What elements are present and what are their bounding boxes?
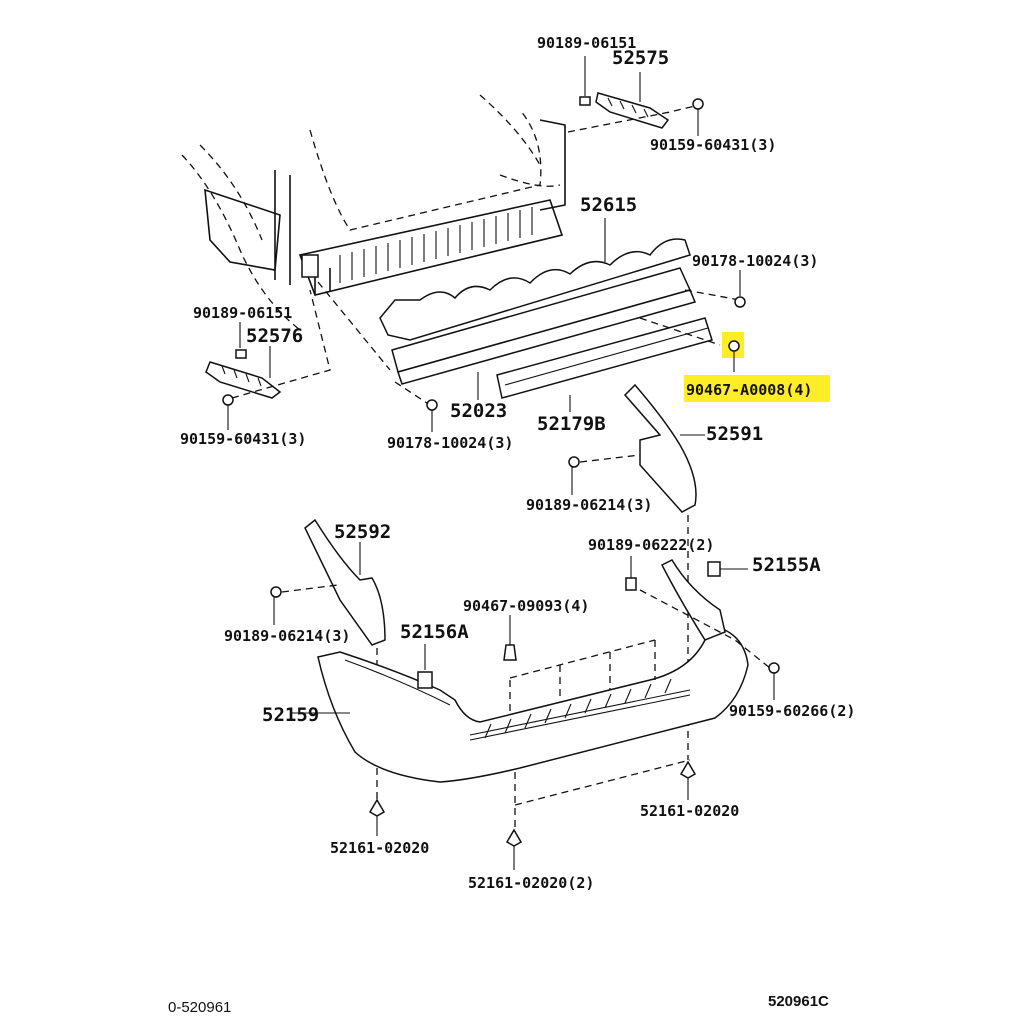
part-label[interactable]: 52591: [706, 423, 763, 445]
part-label[interactable]: 90178-10024(3): [387, 434, 513, 452]
part-label[interactable]: 52161-02020(2): [468, 874, 594, 892]
clip-icon: [503, 644, 517, 661]
fastener-52161-02020-c: [505, 828, 523, 870]
bolt-icon: [692, 98, 704, 110]
screw-icon: [768, 662, 780, 674]
bracket-52576: [205, 289, 331, 430]
clip-icon: [417, 671, 433, 689]
clip-icon: [235, 349, 247, 359]
part-label[interactable]: 90159-60266(2): [729, 702, 855, 720]
clip-icon: [728, 340, 740, 352]
body-bracket: [301, 254, 319, 278]
fastener-icon: [505, 828, 523, 847]
part-labels: 90189-06151 52575 90159-60431(3) 52615 9…: [168, 34, 855, 1016]
retainer-52179B: [496, 317, 721, 412]
part-label[interactable]: 52592: [334, 521, 391, 543]
screw-icon: [625, 577, 637, 591]
retainer-52156A: [417, 644, 433, 689]
part-label[interactable]: 90189-06222(2): [588, 536, 714, 554]
nut-icon: [734, 296, 746, 308]
diagram-code: 520961C: [768, 993, 829, 1010]
nut-icon: [426, 399, 438, 411]
part-label[interactable]: 52159: [262, 704, 319, 726]
side-bracket-52592: [270, 518, 386, 800]
fastener-icon: [679, 760, 697, 779]
energy-absorber-52615: [379, 218, 691, 341]
part-label[interactable]: 52179B: [537, 413, 606, 435]
part-label[interactable]: 52575: [612, 47, 669, 69]
bracket-52575: [567, 56, 704, 136]
crossmember-slots: [339, 207, 533, 283]
retainer-52155A: [707, 561, 748, 577]
part-label[interactable]: 90189-06151: [193, 304, 292, 322]
part-label[interactable]: 52155A: [752, 554, 821, 576]
reinforcement-52023: [317, 267, 746, 432]
part-label[interactable]: 52156A: [400, 621, 469, 643]
part-label[interactable]: 90467-09093(4): [463, 597, 589, 615]
footer-code: 0-520961: [168, 999, 231, 1016]
part-label[interactable]: 52161-02020: [330, 839, 429, 857]
part-label[interactable]: 52023: [450, 400, 507, 422]
clip-icon: [270, 586, 282, 598]
fastener-52161-02020-a: [368, 798, 386, 836]
bolt-icon: [222, 394, 234, 406]
clip-90467-09093: [503, 615, 517, 661]
clip-90189-06222: [625, 556, 637, 591]
fastener-icon: [368, 798, 386, 817]
part-label[interactable]: 90189-06214(3): [526, 496, 652, 514]
part-label[interactable]: 52576: [246, 325, 303, 347]
clip-icon: [707, 561, 721, 577]
part-label[interactable]: 52161-02020: [640, 802, 739, 820]
part-label[interactable]: 90178-10024(3): [692, 252, 818, 270]
part-label[interactable]: 90189-06151: [537, 34, 636, 52]
part-label[interactable]: 90189-06214(3): [224, 627, 350, 645]
clip-icon: [579, 96, 591, 106]
fastener-52161-02020-b: [679, 760, 697, 800]
part-label[interactable]: 52615: [580, 194, 637, 216]
part-label-highlighted[interactable]: 90467-A0008(4): [686, 381, 812, 399]
part-label[interactable]: 90159-60431(3): [180, 430, 306, 448]
bumper-cover-52159: [290, 559, 771, 830]
clip-icon: [568, 456, 580, 468]
highlight-label-bg: [684, 375, 830, 402]
vehicle-body-frame: [181, 94, 566, 331]
screw-90159-60266: [768, 662, 780, 700]
highlight-90467-A0008: [684, 332, 830, 402]
part-label[interactable]: 90159-60431(3): [650, 136, 776, 154]
